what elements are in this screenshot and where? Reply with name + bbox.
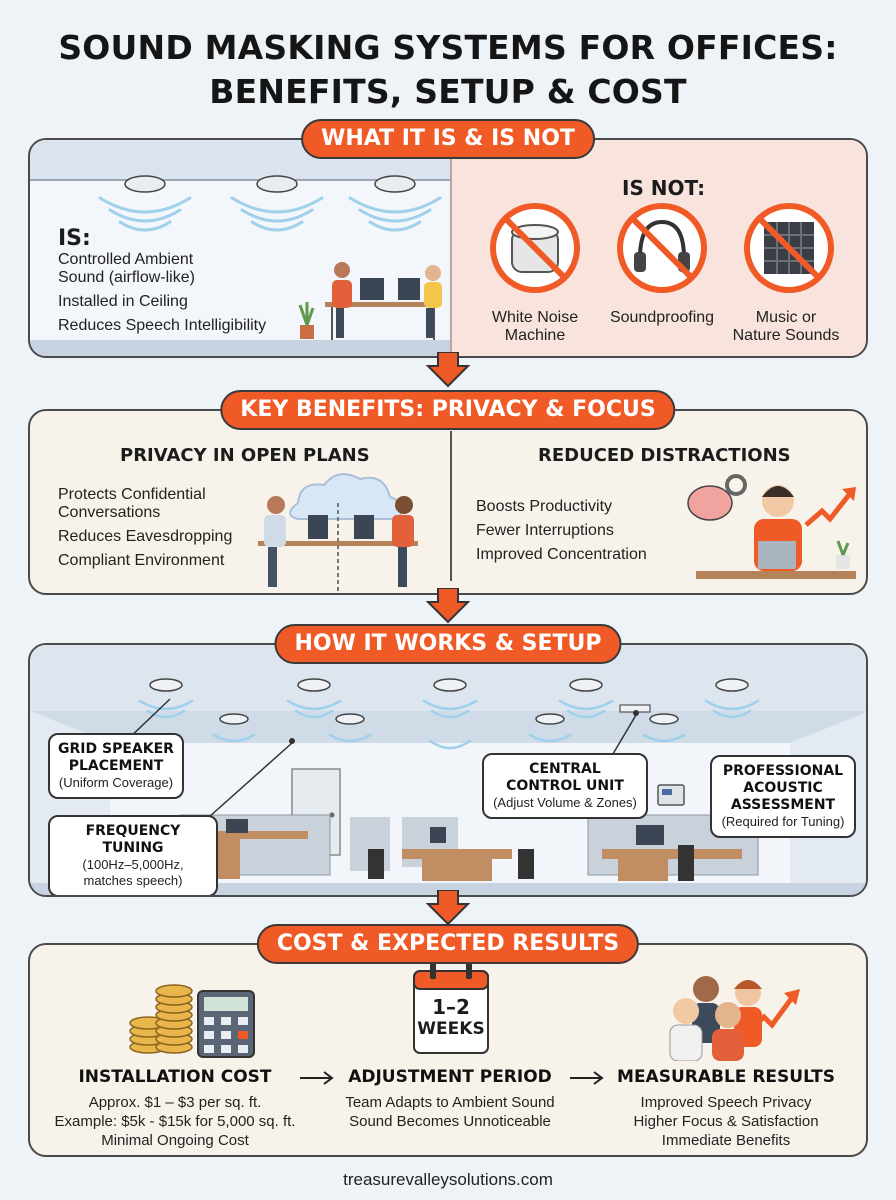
results-heading: MEASURABLE RESULTS (617, 1067, 835, 1087)
is-item-2: Sound (airflow-like) (58, 269, 195, 286)
down-arrow-icon (426, 352, 470, 388)
is-not-heading: IS NOT: (622, 176, 706, 200)
is-heading: IS: (58, 226, 91, 251)
ceiling-speaker-grid (149, 678, 749, 725)
distractions-heading: REDUCED DISTRACTIONS (538, 445, 791, 466)
frequency-tuning-callout: FREQUENCY TUNING (100Hz–5,000Hz, matches… (48, 815, 218, 895)
cloud-icon (289, 473, 403, 520)
distractions-item-2: Fewer Interruptions (476, 522, 614, 539)
adjustment-heading: ADJUSTMENT PERIOD (348, 1067, 552, 1087)
section-what-it-is: IS: Controlled Ambient Sound (airflow-li… (28, 138, 868, 358)
privacy-item-3: Reduces Eavesdropping (58, 528, 233, 545)
privacy-heading: PRIVACY IN OPEN PLANS (120, 445, 370, 466)
control-panel-icon (657, 784, 685, 806)
down-arrow-icon (426, 588, 470, 624)
pro-callout-title-2: ACOUSTIC (743, 780, 823, 796)
freq-callout-sub-1: (100Hz–5,000Hz, (82, 857, 184, 872)
central-callout-sub: (Adjust Volume & Zones) (493, 795, 637, 810)
white-noise-machine-icon (490, 203, 580, 293)
pro-callout-title-1: PROFESSIONAL (722, 763, 844, 779)
acoustic-foam-icon (744, 203, 834, 293)
section-cost-pill: COST & EXPECTED RESULTS (256, 924, 640, 964)
pro-callout-sub: (Required for Tuning) (721, 814, 845, 829)
section-key-benefits-pill: KEY BENEFITS: PRIVACY & FOCUS (220, 390, 676, 430)
is-item-3: Installed in Ceiling (58, 293, 188, 310)
installation-line-3: Minimal Ongoing Cost (101, 1132, 249, 1149)
down-arrow-icon (426, 890, 470, 926)
calendar-frame (413, 963, 489, 1054)
results-line-3: Immediate Benefits (661, 1132, 791, 1149)
title-line-2: BENEFITS, SETUP & COST (209, 72, 687, 111)
central-callout-title-2: CONTROL UNIT (506, 778, 624, 794)
focus-worker-illustration (687, 474, 856, 579)
freq-callout-sub-2: matches speech) (83, 873, 183, 888)
headphones-icon (617, 203, 707, 293)
acoustic-assessment-callout: PROFESSIONAL ACOUSTIC ASSESSMENT (Requir… (710, 755, 856, 838)
right-arrow-icon (300, 1071, 334, 1085)
team-growth-icon (669, 976, 800, 1061)
measurable-results-column: MEASURABLE RESULTS Improved Speech Priva… (610, 1067, 842, 1150)
central-control-callout: CENTRAL CONTROL UNIT (Adjust Volume & Zo… (482, 753, 648, 819)
is-not-label-2: Soundproofing (609, 309, 715, 326)
is-not-label-1a: White Noise (491, 309, 579, 326)
section-how-it-works-pill: HOW IT WORKS & SETUP (274, 624, 622, 664)
adjustment-line-1: Team Adapts to Ambient Sound (345, 1094, 555, 1111)
is-not-icons (490, 203, 834, 293)
office-workers-illustration (298, 262, 442, 340)
privacy-item-2: Conversations (58, 504, 161, 521)
page-title: SOUND MASKING SYSTEMS FOR OFFICES: BENEF… (0, 26, 896, 114)
brain-gear-icon (687, 474, 747, 521)
section-cost-results: 1–2 WEEKS INSTALLATION COST Approx. $1 –… (28, 943, 868, 1157)
trend-arrow-icon (804, 487, 856, 527)
is-not-label-3a: Music or (755, 309, 817, 326)
freq-callout-title: FREQUENCY TUNING (85, 823, 181, 856)
title-line-1: SOUND MASKING SYSTEMS FOR OFFICES: (58, 28, 838, 67)
section-key-benefits: PRIVACY IN OPEN PLANS Protects Confident… (28, 409, 868, 595)
is-not-label-3b: Nature Sounds (732, 327, 840, 344)
distractions-item-3: Improved Concentration (476, 546, 647, 563)
installation-cost-column: INSTALLATION COST Approx. $1 – $3 per sq… (36, 1067, 314, 1150)
section-what-it-is-pill: WHAT IT IS & IS NOT (301, 119, 595, 159)
adjustment-period-column: ADJUSTMENT PERIOD Team Adapts to Ambient… (334, 1067, 566, 1131)
pro-callout-title-3: ASSESSMENT (730, 797, 836, 813)
grid-callout-title-2: PLACEMENT (68, 758, 164, 774)
distractions-item-1: Boosts Productivity (476, 498, 613, 515)
cubicle-workstations (179, 814, 759, 881)
is-item-4: Reduces Speech Intelligibility (58, 317, 267, 334)
results-line-2: Higher Focus & Satisfaction (633, 1113, 819, 1130)
calendar-line-1: 1–2 (432, 995, 470, 1019)
grid-callout-title-1: GRID SPEAKER (58, 741, 174, 757)
ceiling-speaker-icon (124, 175, 416, 193)
coins-calculator-icon (129, 984, 255, 1058)
footer-website: treasurevalleysolutions.com (343, 1170, 553, 1189)
grid-callout-sub: (Uniform Coverage) (58, 775, 174, 790)
section-how-it-works: GRID SPEAKER PLACEMENT (Uniform Coverage… (28, 643, 868, 897)
adjustment-line-2: Sound Becomes Unnoticeable (349, 1113, 551, 1130)
installation-line-1: Approx. $1 – $3 per sq. ft. (88, 1094, 262, 1111)
installation-line-2: Example: $5k - $15k for 5,000 sq. ft. (54, 1113, 296, 1130)
privacy-item-4: Compliant Environment (58, 552, 225, 569)
is-not-label-1b: Machine (504, 327, 566, 344)
is-item-1: Controlled Ambient (58, 251, 194, 268)
grid-speaker-callout: GRID SPEAKER PLACEMENT (Uniform Coverage… (48, 733, 184, 799)
installation-heading: INSTALLATION COST (78, 1067, 272, 1087)
central-callout-title-1: CENTRAL (529, 761, 601, 777)
privacy-item-1: Protects Confidential (58, 486, 206, 503)
section-divider (450, 431, 452, 581)
results-line-1: Improved Speech Privacy (640, 1094, 812, 1111)
privacy-illustration (258, 473, 418, 591)
right-arrow-icon (570, 1071, 604, 1085)
calendar-icon: 1–2 WEEKS (412, 961, 490, 1055)
calendar-line-2: WEEKS (417, 1019, 485, 1039)
